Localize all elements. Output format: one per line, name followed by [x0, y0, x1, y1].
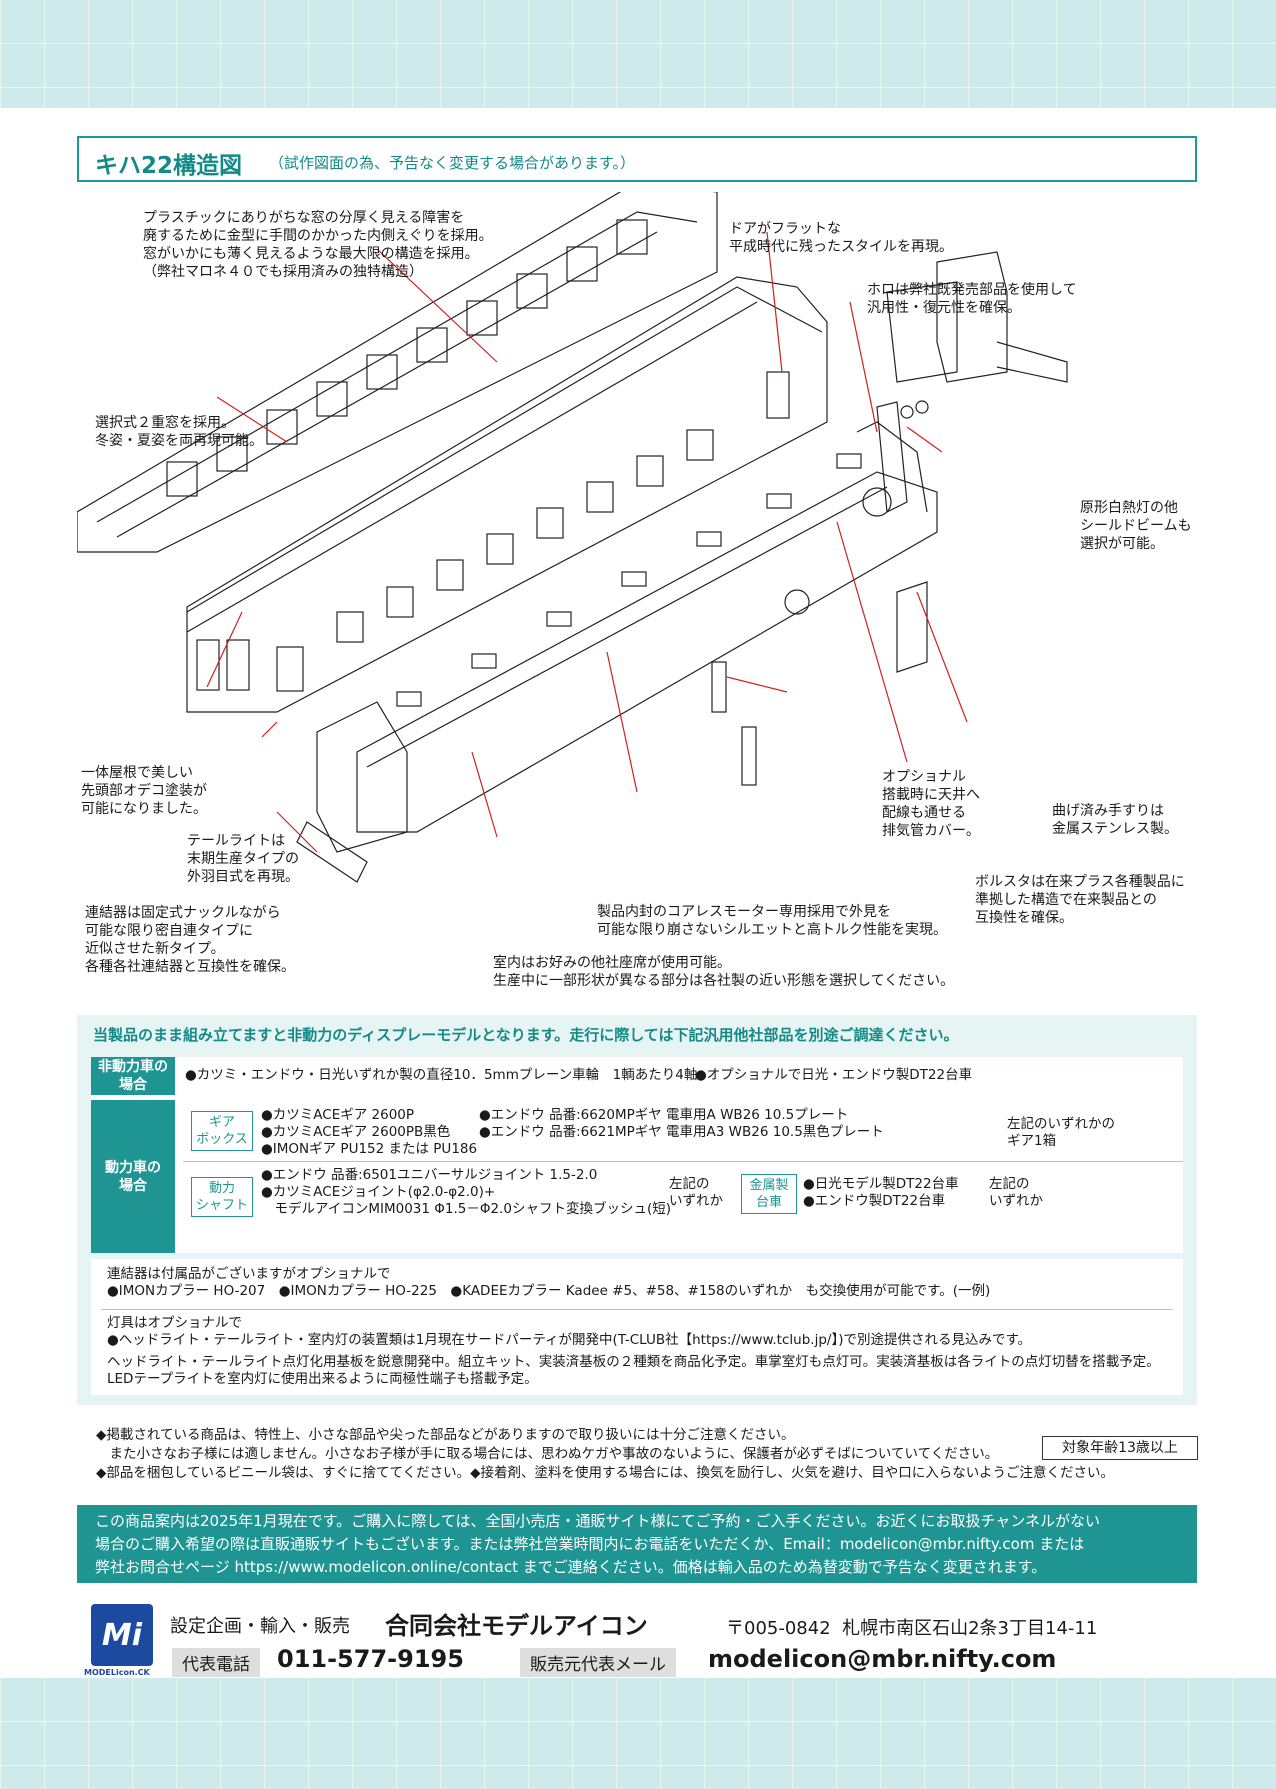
- annotation-bolster: ボルスタは在来プラス各種製品に 準拠した構造で在来製品との 互換性を確保。: [975, 874, 1185, 926]
- nonpowered-wheels: ●カツミ・エンドウ・日光いずれか製の直径10．5mmプレーン車輪 1輌あたり4軸: [185, 1067, 698, 1083]
- company-role: 設定企画・輸入・販売: [170, 1616, 350, 1637]
- annotation-door: ドアがフラットな 平成時代に残ったスタイルを再現。: [729, 221, 953, 255]
- label-gearbox: ギア ボックス: [191, 1111, 253, 1151]
- gearbox-note: 左記のいずれかの ギア1箱: [1007, 1116, 1115, 1149]
- warning-line-1: ◆掲載されている商品は、特性上、小さな部品や尖った部品などがありますので取り扱い…: [96, 1427, 795, 1443]
- label-nonpowered: 非動力車の 場合: [91, 1057, 175, 1095]
- gearbox-options-2: ●エンドウ 品番:6620MPギヤ 電車用A WB26 10.5プレート ●エン…: [479, 1107, 884, 1140]
- annotation-window: プラスチックにありがちな窓の分厚く見える障害を 廃するために金型に手間のかかった…: [143, 210, 493, 280]
- top-pattern-band: [0, 0, 1276, 108]
- mail-address[interactable]: modelicon@mbr.nifty.com: [708, 1645, 1057, 1673]
- light-options-note: 灯具はオプショナルで ●ヘッドライト・テールライト・室内灯の装置類は1月現在サー…: [107, 1315, 1032, 1348]
- shaft-options: ●エンドウ 品番:6501ユニバーサルジョイント 1.5-2.0 ●カツミACE…: [261, 1167, 671, 1217]
- warning-line-2: また小さなお子様には適しません。小さなお子様が手に取る場合には、思わぬケガや事故…: [96, 1446, 999, 1462]
- annotation-handrail: 曲げ済み手すりは 金属ステンレス製。: [1052, 803, 1178, 837]
- page-subtitle: （試作図面の為、予告なく変更する場合があります。）: [269, 154, 636, 172]
- company-name: 合同会社モデルアイコン: [385, 1612, 648, 1640]
- requirements-heading: 当製品のまま組み立てますと非動力のディスプレーモデルとなります。走行に際しては下…: [93, 1026, 959, 1044]
- nonpowered-bogie: ●オプショナルで日光・エンドウ製DT22台車: [695, 1067, 973, 1083]
- notice-line-2: 場合のご購入希望の際は直販通販サイトもございます。または弊社営業時間内にお電話を…: [95, 1535, 1085, 1553]
- company-logo: Mi: [91, 1604, 153, 1666]
- requirements-panel: 当製品のまま組み立てますと非動力のディスプレーモデルとなります。走行に際しては下…: [77, 1015, 1197, 1405]
- warning-line-3: ◆部品を梱包しているビニール袋は、すぐに捨ててください。◆接着剤、塗料を使用する…: [96, 1465, 1115, 1481]
- phone-number: 011-577-9195: [277, 1645, 464, 1673]
- gearbox-options-1: ●カツミACEギア 2600P ●カツミACEギア 2600PB黒色 ●IMON…: [261, 1107, 478, 1157]
- page-title: キハ22構造図: [95, 153, 243, 179]
- annotation-taillight: テールライトは 末期生産タイプの 外羽目式を再現。: [187, 833, 299, 885]
- notice-line-1: この商品案内は2025年1月現在です。ご購入に際しては、全国小売店・通販サイト様…: [95, 1512, 1101, 1530]
- label-shaft: 動力 シャフト: [191, 1177, 253, 1217]
- mail-label: 販売元代表メール: [520, 1648, 676, 1677]
- annotation-horo: ホロは弊社既発売部品を使用して 汎用性・復元性を確保。: [867, 282, 1077, 316]
- logo-text: MODELicon.CK: [84, 1668, 150, 1677]
- parts-table: 非動力車の 場合 ●カツミ・エンドウ・日光いずれか製の直径10．5mmプレーン車…: [91, 1057, 1183, 1253]
- options-notes: 連結器は付属品がございますがオプショナルで ●IMONカプラー HO-207 ●…: [91, 1259, 1183, 1395]
- annotation-roof: 一体屋根で美しい 先頭部オデコ塗装が 可能になりました。: [81, 765, 207, 817]
- annotation-double-window: 選択式２重窓を採用。 冬姿・夏姿を両再現可能。: [95, 415, 263, 449]
- structure-diagram: プラスチックにありがちな窓の分厚く見える障害を 廃するために金型に手間のかかった…: [77, 192, 1197, 992]
- section-title-box: キハ22構造図 （試作図面の為、予告なく変更する場合があります。）: [77, 136, 1197, 182]
- annotation-headlight: 原形白熱灯の他 シールドビームも 選択が可能。: [1080, 500, 1192, 552]
- annotation-exhaust: オプショナル 搭載時に天井へ 配線も通せる 排気管カバー。: [882, 769, 980, 839]
- notice-line-3: 弊社お問合せページ https://www.modelicon.online/c…: [95, 1558, 1047, 1576]
- bogie-options: ●日光モデル製DT22台車 ●エンドウ製DT22台車: [803, 1176, 959, 1209]
- shaft-note: 左記の いずれか: [669, 1176, 723, 1209]
- annotation-coupler: 連結器は固定式ナックルながら 可能な限り密自連タイプに 近似させた新タイプ。 各…: [85, 905, 295, 975]
- light-board-note: ヘッドライト・テールライト点灯化用基板を鋭意開発中。組立キット、実装済基板の２種…: [107, 1354, 1160, 1387]
- bogie-note: 左記の いずれか: [989, 1176, 1043, 1209]
- bottom-pattern-band: [0, 1678, 1276, 1789]
- phone-label: 代表電話: [172, 1648, 260, 1677]
- label-powered: 動力車の 場合: [91, 1100, 175, 1253]
- company-address: 〒005-0842 札幌市南区石山2条3丁目14-11: [726, 1618, 1098, 1639]
- purchase-notice: この商品案内は2025年1月現在です。ご購入に際しては、全国小売店・通販サイト様…: [77, 1505, 1197, 1583]
- notes-divider: [101, 1309, 1173, 1310]
- coupler-options-note: 連結器は付属品がございますがオプショナルで ●IMONカプラー HO-207 ●…: [107, 1266, 991, 1299]
- train-line-art: [77, 192, 1068, 883]
- annotation-motor: 製品内封のコアレスモーター専用採用で外見を 可能な限り崩さないシルエットと高トル…: [597, 904, 947, 938]
- table-divider: [183, 1161, 1183, 1162]
- annotation-interior: 室内はお好みの他社座席が使用可能。 生産中に一部形状が異なる部分は各社製の近い形…: [493, 955, 955, 989]
- label-metal-bogie: 金属製 台車: [741, 1174, 797, 1214]
- age-badge: 対象年齢13歳以上: [1042, 1436, 1198, 1460]
